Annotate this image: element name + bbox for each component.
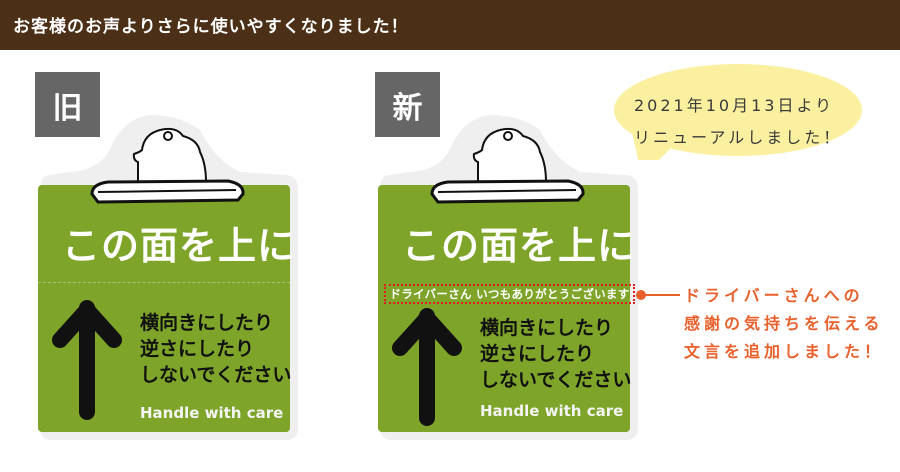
old-handle-text: Handle with care xyxy=(140,404,284,422)
new-headline: この面を上に xyxy=(402,224,637,268)
callout-line-1: ドライバーさんへの xyxy=(684,286,864,305)
new-handle-text: Handle with care xyxy=(480,402,624,420)
thanks-message: ドライバーさん いつもありがとうございます xyxy=(384,284,635,304)
bubble-line-2: リニューアルしました！ xyxy=(634,128,843,147)
new-instruction-3: しないでください xyxy=(480,369,632,391)
old-instruction-1: 横向きにしたり xyxy=(140,312,274,334)
old-instruction-3: しないでください xyxy=(140,364,292,386)
new-card: この面を上に ドライバーさん いつもありがとうございます 横向きにしたり 逆さに… xyxy=(370,110,640,445)
callout-line-3: 文言を追加しました！ xyxy=(684,342,885,361)
up-arrow-icon xyxy=(392,308,462,426)
old-badge: 旧 xyxy=(35,72,100,137)
up-arrow-icon xyxy=(52,300,122,420)
clip-icon xyxy=(90,127,245,204)
new-instruction-1: 横向きにしたり xyxy=(480,317,614,339)
clip-icon xyxy=(430,127,585,204)
new-instruction-2: 逆さにしたり xyxy=(480,343,595,365)
fold-line xyxy=(38,282,290,283)
bubble-line-1: 2021年10月13日より xyxy=(634,96,835,115)
speech-bubble xyxy=(614,64,862,160)
callout-line-2: 感謝の気持ちを伝える xyxy=(684,314,884,333)
new-badge: 新 xyxy=(375,72,440,137)
callout-line xyxy=(640,294,680,296)
old-card: この面を上に 横向きにしたり 逆さにしたり しないでください Handle wi… xyxy=(30,110,300,445)
header-title: お客様のお声よりさらに使いやすくなりました！ xyxy=(13,17,409,37)
old-instruction-2: 逆さにしたり xyxy=(140,338,255,360)
header-bar: お客様のお声よりさらに使いやすくなりました！ xyxy=(0,0,900,50)
old-headline: この面を上に xyxy=(62,224,297,268)
